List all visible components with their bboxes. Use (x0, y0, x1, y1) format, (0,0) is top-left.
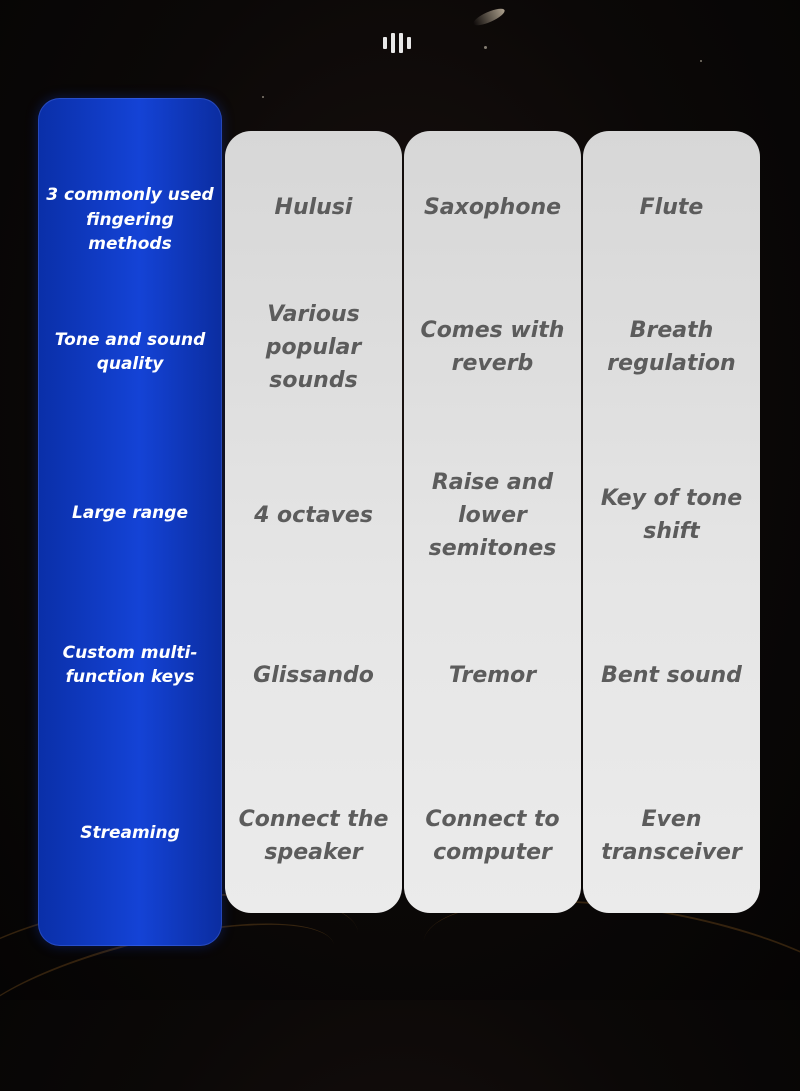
light-streak (471, 5, 507, 29)
feature-label: Streaming (80, 822, 180, 843)
feature-label: 3 commonly used fingering methods (46, 185, 214, 255)
equalizer-bars-icon (383, 33, 411, 53)
feature-value: Breath regulation (607, 318, 736, 376)
feature-value: Even transceiver (601, 807, 742, 865)
feature-label: Large range (72, 502, 188, 523)
feature-label: Tone and sound quality (54, 329, 206, 375)
comparison-column-1: Hulusi Various popular sounds 4 octaves … (225, 131, 402, 913)
light-speck (262, 96, 264, 98)
comparison-column-3: Flute Breath regulation Key of tone shif… (583, 131, 760, 913)
light-speck (700, 60, 702, 62)
feature-value: Glissando (253, 662, 374, 688)
feature-value: Saxophone (423, 194, 562, 220)
feature-value: Raise and lower semitones (428, 469, 557, 561)
light-speck (484, 46, 487, 49)
feature-value: 4 octaves (254, 502, 373, 528)
feature-label: Custom multi-function keys (62, 642, 198, 688)
feature-value: Bent sound (601, 662, 742, 688)
feature-value: Flute (639, 194, 704, 220)
feature-value: Various popular sounds (265, 301, 362, 393)
feature-value: Hulusi (274, 194, 353, 220)
feature-value: Connect the speaker (238, 807, 389, 865)
feature-value: Tremor (448, 662, 537, 688)
feature-label-column: 3 commonly used fingering methods Tone a… (38, 98, 222, 946)
comparison-column-2: Saxophone Comes with reverb Raise and lo… (404, 131, 581, 913)
feature-value: Comes with reverb (420, 318, 565, 376)
feature-value: Key of tone shift (600, 486, 743, 544)
feature-value: Connect to computer (425, 807, 560, 865)
